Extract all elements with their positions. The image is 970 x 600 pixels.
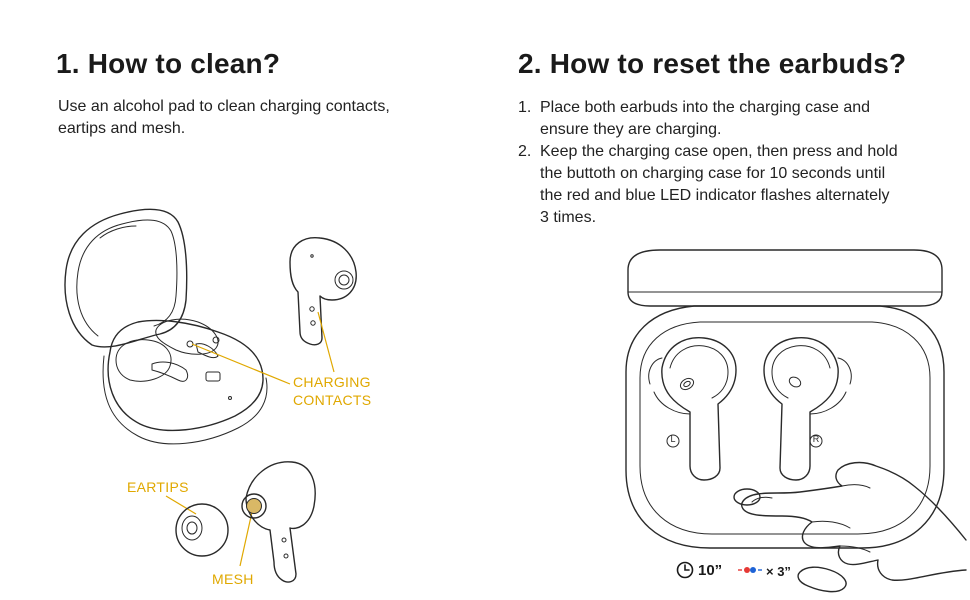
clean-instructions-line-1: Use an alcohol pad to clean charging con… <box>58 98 390 115</box>
clean-instructions-line-2: eartips and mesh. <box>58 120 186 137</box>
reset-step-2-number: 2. <box>518 143 532 160</box>
reset-step-2-line-4: 3 times. <box>540 209 597 226</box>
led-flash-icon <box>738 567 762 573</box>
reset-steps-list: 1. Place both earbuds into the charging … <box>518 97 958 229</box>
reset-indicator: 10” × 3” <box>676 560 806 582</box>
charging-contacts-callout: CHARGING CONTACTS <box>293 373 371 409</box>
clean-heading: 1. How to clean? <box>56 48 281 79</box>
reset-step-1: 1. Place both earbuds into the charging … <box>518 97 958 141</box>
reset-step-2-line-3: the red and blue LED indicator flashes a… <box>540 187 890 204</box>
mesh-callout: MESH <box>212 571 254 587</box>
reset-step-2-line-1: Keep the charging case open, then press … <box>540 143 898 160</box>
reset-step-1-line-1: Place both earbuds into the charging cas… <box>540 99 871 116</box>
reset-step-2-line-2: the buttoth on charging case for 10 seco… <box>540 165 886 182</box>
reset-heading: 2. How to reset the earbuds? <box>518 48 907 79</box>
charging-contacts-callout-line-1: CHARGING <box>293 374 371 390</box>
reset-step-2: 2. Keep the charging case open, then pre… <box>518 141 958 229</box>
right-earbud-label: R <box>812 434 820 444</box>
reset-step-1-number: 1. <box>518 99 532 116</box>
charging-contacts-callout-line-2: CONTACTS <box>293 392 372 408</box>
blue-led-dot <box>750 567 756 573</box>
hold-time-value: 10” <box>698 562 723 579</box>
clean-instructions: Use an alcohol pad to clean charging con… <box>58 96 390 140</box>
eartips-callout: EARTIPS <box>127 479 189 495</box>
flash-count-value: × 3” <box>766 564 791 579</box>
left-earbud-label: L <box>670 434 676 444</box>
clock-icon <box>676 561 694 579</box>
red-led-dot <box>744 567 750 573</box>
reset-step-1-line-2: ensure they are charging. <box>540 121 722 138</box>
